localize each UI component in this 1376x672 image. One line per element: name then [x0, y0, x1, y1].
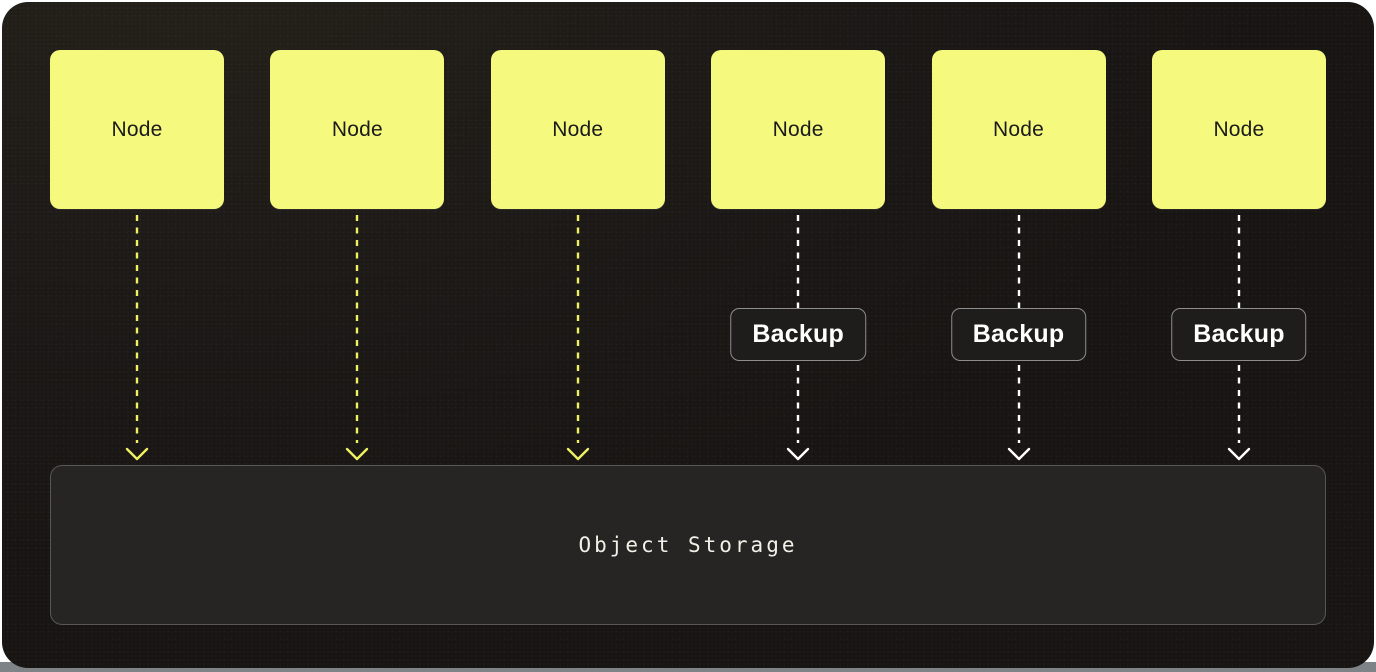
node-box: Node [270, 50, 445, 209]
node-column-1: Node [50, 50, 224, 462]
node-label: Node [331, 117, 383, 141]
node-column-6: Node Backup [1151, 50, 1326, 462]
arrow-down-icon [566, 215, 589, 461]
arrow-down-icon [125, 215, 149, 461]
object-storage-box: Object Storage [50, 465, 1326, 625]
node-box: Node [490, 50, 665, 209]
backup-label: Backup [1193, 320, 1285, 348]
node-box: Node [1151, 50, 1326, 209]
arrow-down-icon [346, 215, 369, 461]
backup-label: Backup [752, 320, 844, 348]
node-box: Node [931, 50, 1106, 209]
backup-label-box: Backup [1171, 308, 1307, 361]
object-storage-label: Object Storage [578, 533, 798, 557]
node-box: Node [50, 50, 224, 209]
page-bottom-strip [0, 662, 1376, 672]
node-column-2: Node [270, 50, 445, 462]
node-column-3: Node [490, 50, 665, 462]
node-column-5: Node Backup [931, 50, 1106, 462]
node-label: Node [772, 117, 824, 141]
node-column-4: Node Backup [711, 50, 886, 462]
nodes-row: Node Node Node Node [50, 50, 1326, 462]
node-label: Node [993, 117, 1045, 141]
node-label: Node [552, 117, 604, 141]
node-box: Node [711, 50, 886, 209]
node-label: Node [111, 117, 163, 141]
node-label: Node [1213, 117, 1265, 141]
backup-label: Backup [972, 320, 1065, 348]
backup-label-box: Backup [730, 308, 866, 361]
backup-label-box: Backup [950, 308, 1087, 361]
